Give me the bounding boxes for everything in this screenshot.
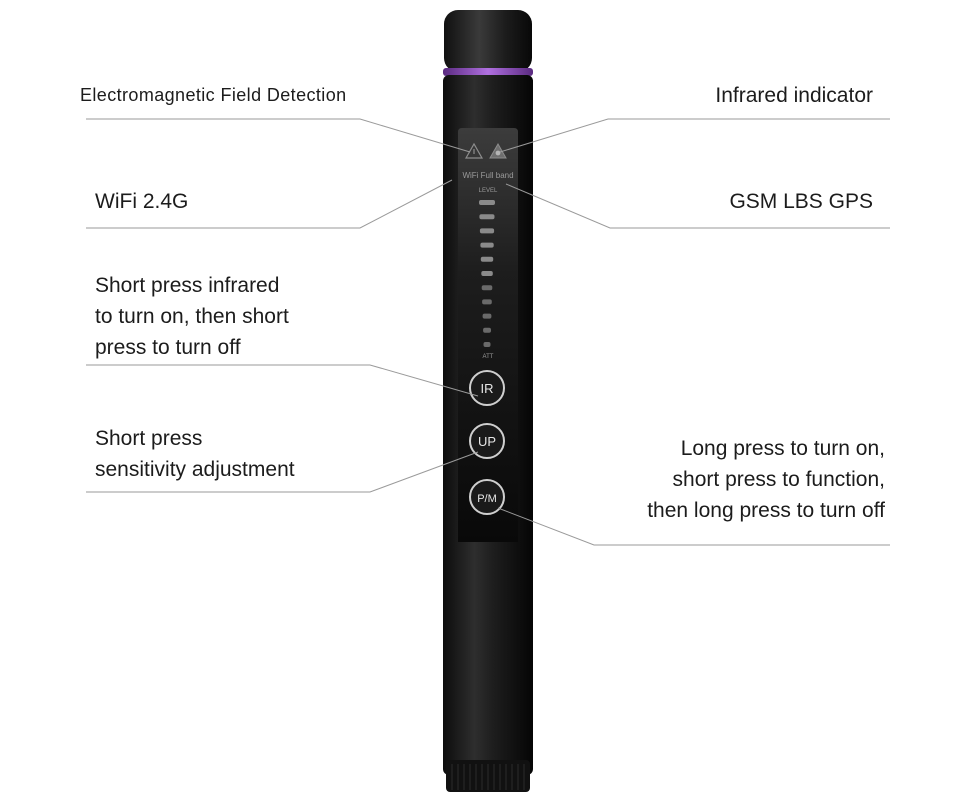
level-bar-group (479, 200, 495, 347)
label-pm-button: Long press to turn on, short press to fu… (647, 433, 885, 526)
knurl-pattern (451, 764, 525, 790)
pm-button[interactable]: P/M (469, 479, 505, 515)
leader-ir-button (86, 364, 479, 397)
level-bar-9 (482, 313, 492, 319)
att-label: ATT (483, 354, 494, 360)
label-up-button-line-1: Short press (95, 427, 203, 450)
level-bar-1 (479, 200, 495, 205)
level-bar-3 (479, 228, 495, 234)
leader-wifi (86, 179, 453, 229)
leader-infrared (499, 118, 890, 153)
device-accent-ring (443, 68, 533, 76)
label-wifi-text: WiFi 2.4G (95, 190, 189, 213)
ir-button[interactable]: IR (469, 370, 505, 406)
pm-button-label: P/M (477, 493, 497, 505)
level-label: LEVEL (479, 188, 498, 194)
up-button-label: UP (478, 434, 496, 449)
level-bar-2 (479, 214, 495, 220)
label-infrared-text: Infrared indicator (715, 84, 873, 107)
label-up-button-line-2: sensitivity adjustment (95, 458, 295, 481)
leader-lines (86, 118, 890, 546)
label-infrared-indicator: Infrared indicator (715, 80, 873, 111)
level-bar-10 (483, 327, 491, 333)
label-gsm: GSM LBS GPS (729, 186, 873, 217)
level-bar-11 (483, 342, 491, 347)
ir-button-label: IR (481, 381, 494, 396)
label-gsm-text: GSM LBS GPS (729, 190, 873, 213)
leader-gsm (505, 183, 890, 229)
label-up-button: Short press sensitivity adjustment (95, 423, 295, 485)
label-ir-button-line-1: Short press infrared (95, 274, 280, 297)
leader-up-button (86, 451, 479, 493)
label-pm-button-line-2: short press to function, (672, 468, 885, 491)
leader-emf (86, 118, 471, 153)
label-ir-button: Short press infrared to turn on, then sh… (95, 270, 289, 363)
level-bar-7 (481, 285, 493, 291)
label-pm-button-line-1: Long press to turn on, (680, 437, 885, 460)
label-emf-text: Electromagnetic Field Detection (80, 85, 347, 105)
level-bar-5 (480, 256, 494, 262)
label-wifi: WiFi 2.4G (95, 186, 188, 217)
label-ir-button-line-2: to turn on, then short (95, 305, 289, 328)
emf-warning-icon (464, 142, 484, 159)
device-top-cap (444, 10, 532, 72)
level-bar-6 (481, 271, 493, 276)
level-bar-4 (480, 242, 494, 248)
label-pm-button-line-3: then long press to turn off (647, 499, 885, 522)
leader-pm-button (497, 507, 890, 546)
up-button[interactable]: UP (469, 423, 505, 459)
panel-title: WiFi Full band (462, 171, 513, 180)
label-ir-button-line-3: press to turn off (95, 336, 241, 359)
level-bar-8 (482, 299, 492, 305)
label-emf-detection: Electromagnetic Field Detection (80, 80, 347, 111)
